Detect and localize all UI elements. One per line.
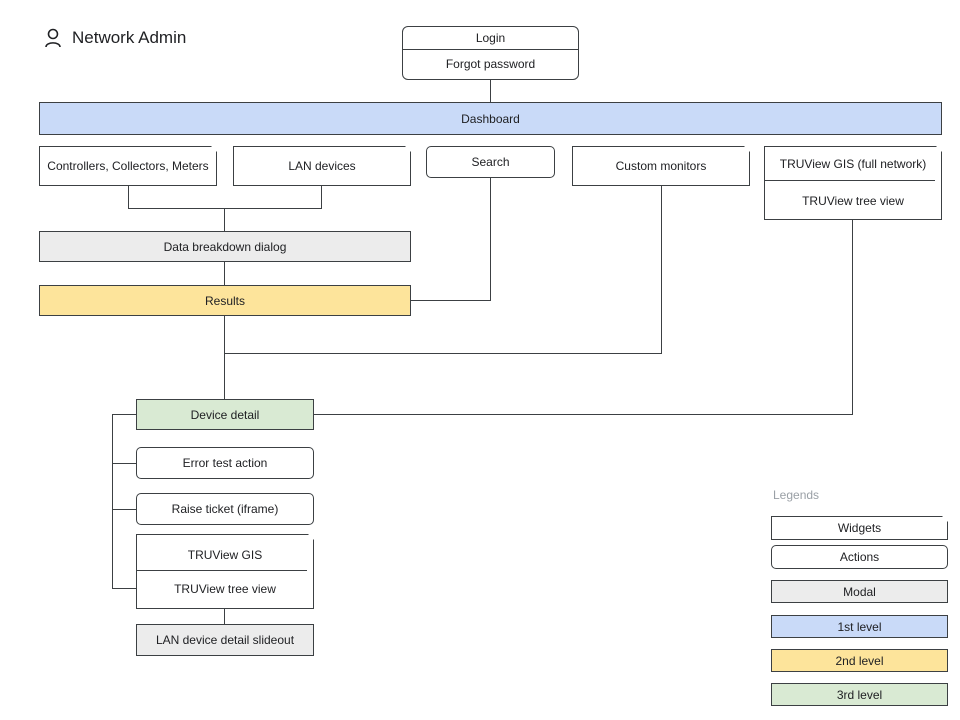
legend-modal: Modal [771,580,948,603]
legend-modal-label: Modal [843,584,876,599]
truview-tree-node[interactable]: TRUView tree view [174,582,276,596]
page-header: Network Admin [44,26,186,50]
raise-ticket-label: Raise ticket (iframe) [171,502,279,516]
lan-devices-label: LAN devices [288,159,356,173]
lan-slideout-label: LAN device detail slideout [155,633,295,647]
legend-level1: 1st level [771,615,948,638]
search-label: Search [471,155,510,169]
legend-level2: 2nd level [771,649,948,672]
login-group: Login Forgot password [402,26,579,80]
connector-widgets-to-breakdown [128,186,322,231]
connector-monitors-device [224,186,662,354]
results-node[interactable]: Results [39,285,411,316]
connector-truview-device [313,220,853,415]
results-label: Results [204,293,245,308]
lan-device-slideout[interactable]: LAN device detail slideout [136,624,314,656]
legend-actions-label: Actions [839,550,880,564]
legend-widgets-label: Widgets [837,521,882,535]
device-detail-node[interactable]: Device detail [136,399,314,430]
truview-top-group: TRUView GIS (full network) TRUView tree … [764,146,942,220]
dashboard-label: Dashboard [461,111,520,126]
legend-level3-label: 3rd level [836,687,883,702]
search-action[interactable]: Search [426,146,555,178]
device-detail-label: Device detail [190,407,260,422]
custom-monitors-label: Custom monitors [615,159,707,173]
connector-search-results [410,178,491,301]
truview-gis-node[interactable]: TRUView GIS [187,547,263,562]
raise-ticket-action[interactable]: Raise ticket (iframe) [136,493,314,525]
connector-device-children [112,414,136,589]
truview-bottom-group: TRUView GIS TRUView tree view [136,534,314,609]
legend-level1-label: 1st level [837,619,882,634]
lan-devices-widget[interactable]: LAN devices [233,146,411,186]
page-title: Network Admin [72,28,187,47]
error-test-label: Error test action [182,456,268,470]
truview-gis-full-node[interactable]: TRUView GIS (full network) [779,157,927,171]
legend-level3: 3rd level [771,683,948,706]
custom-monitors-widget[interactable]: Custom monitors [572,146,750,186]
forgot-password-node[interactable]: Forgot password [445,57,536,71]
data-breakdown-label: Data breakdown dialog [163,239,287,254]
truview-tree-top-node[interactable]: TRUView tree view [802,194,904,208]
error-test-action[interactable]: Error test action [136,447,314,479]
user-icon [45,28,61,48]
legend-widgets: Widgets [771,516,948,540]
data-breakdown-dialog[interactable]: Data breakdown dialog [39,231,411,262]
controllers-widget[interactable]: Controllers, Collectors, Meters [39,146,217,186]
controllers-label: Controllers, Collectors, Meters [47,159,209,173]
legend-title: Legends [773,488,820,502]
legend-level2-label: 2nd level [835,653,884,668]
legend-actions: Actions [771,545,948,569]
login-node[interactable]: Login [475,31,506,45]
dashboard-node[interactable]: Dashboard [39,102,942,135]
